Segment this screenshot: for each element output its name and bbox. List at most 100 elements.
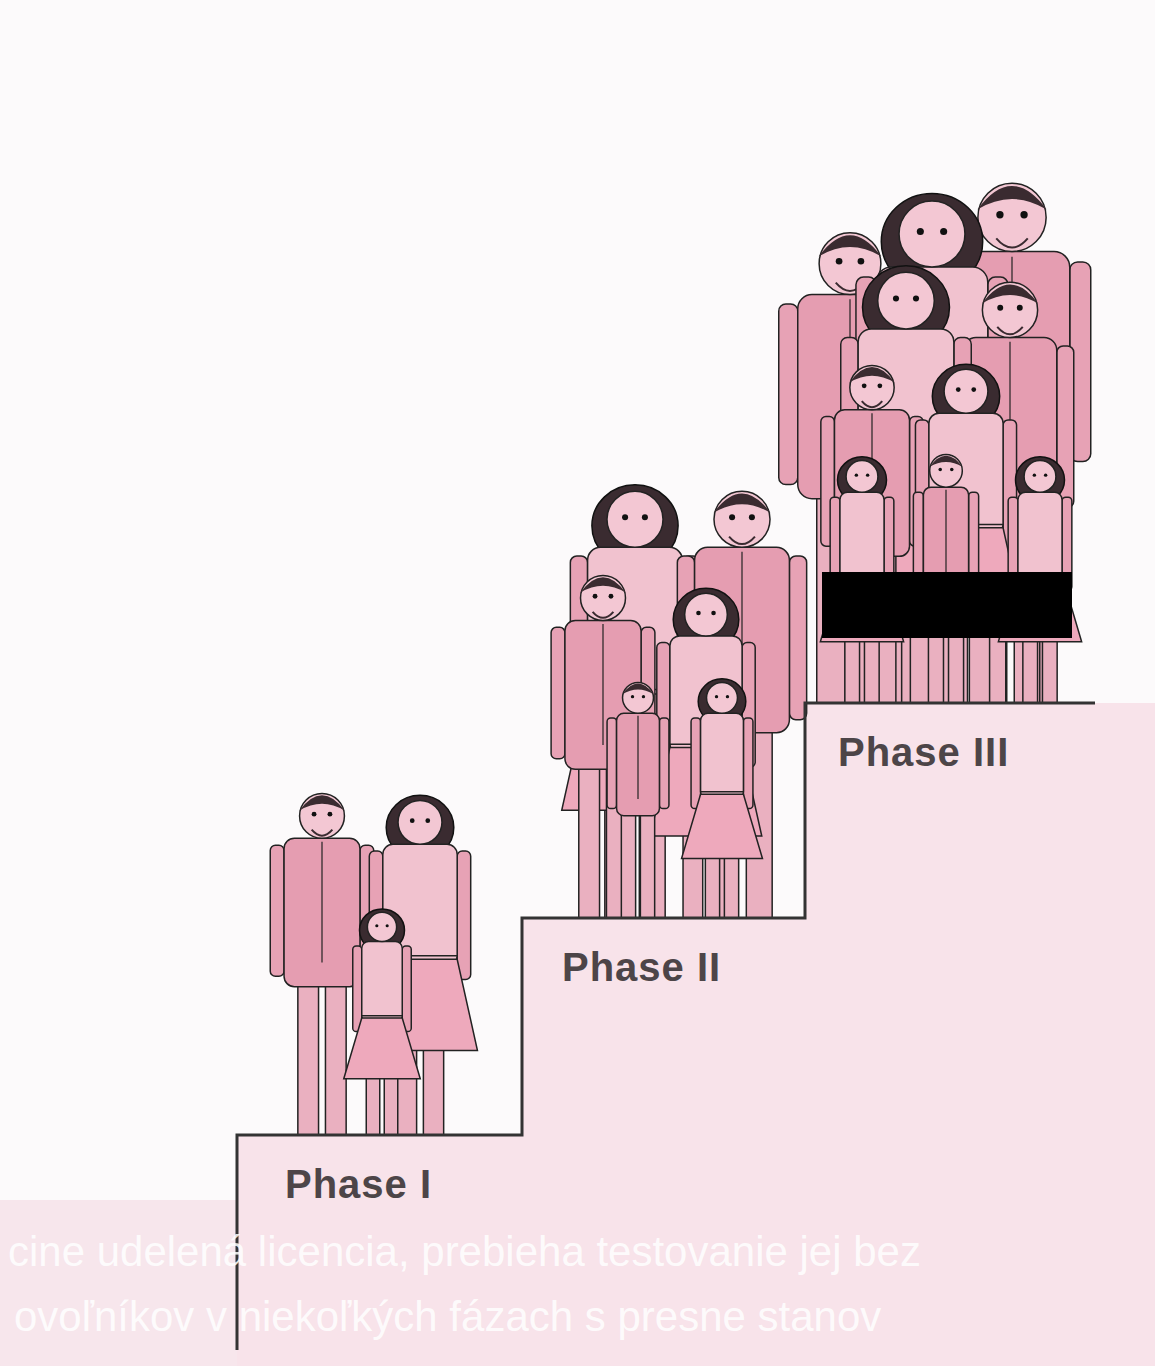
caption-text: cine udelená licencia, prebieha testovan…: [8, 1228, 921, 1276]
eye: [940, 228, 947, 235]
eye: [593, 594, 598, 599]
person-figure: [909, 364, 1024, 703]
leg: [298, 980, 319, 1135]
eye: [696, 611, 701, 616]
beard: [996, 238, 1028, 247]
leg: [1023, 639, 1038, 703]
torso: [701, 713, 744, 799]
belt: [701, 791, 744, 793]
beard: [312, 830, 333, 836]
head: [878, 272, 935, 329]
eye: [715, 695, 718, 698]
belt: [362, 1015, 403, 1017]
skirt: [344, 1018, 421, 1079]
eye: [410, 818, 415, 823]
beard: [593, 612, 614, 618]
eye: [711, 611, 716, 616]
leg: [579, 762, 600, 918]
hair: [929, 456, 962, 467]
head: [707, 682, 738, 713]
eye: [642, 695, 645, 698]
skirt: [682, 794, 763, 858]
eye: [375, 924, 378, 927]
leg: [1042, 639, 1057, 703]
eye: [622, 514, 628, 520]
hair: [580, 577, 626, 593]
leg: [724, 856, 738, 918]
eye: [1033, 473, 1036, 476]
head: [944, 369, 988, 413]
hair: [982, 284, 1038, 303]
eye: [996, 211, 1003, 218]
head: [623, 682, 654, 713]
eye: [877, 383, 882, 388]
eye: [609, 594, 614, 599]
phase-label: Phase I: [285, 1162, 432, 1207]
arm: [779, 304, 798, 485]
person-figure: [363, 795, 478, 1135]
eye: [866, 473, 869, 476]
eye: [749, 514, 755, 520]
torso: [284, 838, 360, 986]
leg: [640, 811, 654, 918]
head: [846, 460, 878, 492]
phase-label: Phase II: [562, 945, 721, 990]
head: [300, 793, 345, 838]
head: [367, 912, 396, 941]
leg: [423, 1047, 443, 1135]
person-figure: [821, 365, 923, 703]
head: [850, 365, 894, 409]
arm: [743, 718, 753, 808]
leg: [366, 1077, 380, 1136]
head: [1024, 460, 1056, 492]
eye: [729, 514, 735, 520]
lapel: [321, 842, 322, 963]
eye: [917, 228, 924, 235]
person-figure: [344, 909, 421, 1135]
lapel: [945, 490, 946, 578]
eye: [631, 695, 634, 698]
arm: [607, 718, 617, 808]
leg: [864, 639, 879, 703]
torso: [840, 492, 884, 580]
lower-band: [0, 1200, 237, 1366]
eye: [855, 473, 858, 476]
person-figure: [650, 588, 762, 918]
eye: [328, 812, 333, 817]
head: [982, 282, 1037, 337]
leg: [845, 639, 860, 703]
person-figure: [682, 679, 763, 918]
eye: [1020, 211, 1027, 218]
eye: [312, 812, 317, 817]
eye: [386, 924, 389, 927]
head: [899, 201, 965, 267]
eye: [997, 305, 1003, 311]
arm: [659, 718, 669, 808]
hair: [714, 493, 771, 512]
eye: [726, 695, 729, 698]
eye: [956, 387, 961, 392]
beard: [997, 327, 1023, 334]
beard: [729, 537, 755, 545]
arm: [551, 627, 565, 758]
leg: [384, 1077, 398, 1136]
torso: [1018, 492, 1062, 580]
head: [978, 183, 1046, 251]
head: [685, 593, 728, 636]
eye: [1017, 305, 1023, 311]
caption-text: ovoľníkov v niekoľkých fázach s presne s…: [14, 1293, 881, 1341]
eye: [938, 468, 942, 472]
eye: [893, 295, 899, 301]
arm: [691, 718, 701, 808]
eye: [862, 383, 867, 388]
head: [398, 800, 442, 844]
eye: [950, 468, 954, 472]
eye: [913, 295, 919, 301]
arm: [457, 851, 471, 979]
people-group: [270, 183, 1091, 1135]
arm: [270, 845, 284, 976]
phase-label: Phase III: [838, 730, 1009, 775]
person-figure: [607, 682, 669, 918]
head: [607, 491, 663, 547]
